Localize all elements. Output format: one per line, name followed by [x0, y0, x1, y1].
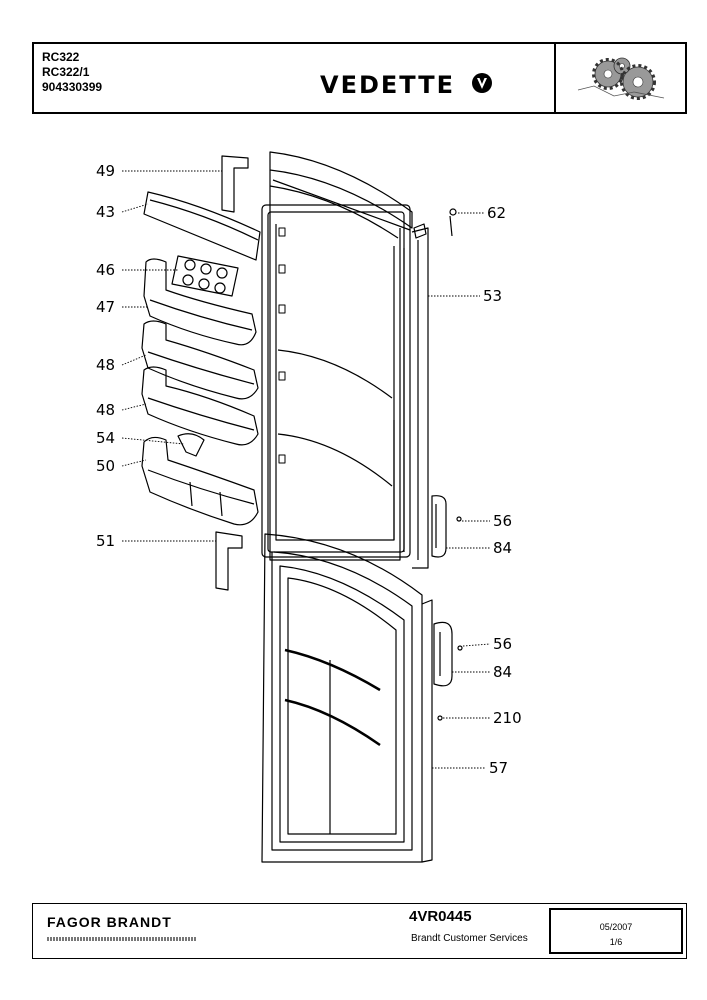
- part-54-drawing: [177, 433, 205, 457]
- logo-tagline-decoration: [47, 937, 197, 941]
- part-56a-drawing: [456, 516, 462, 522]
- part-50-drawing: [141, 436, 259, 526]
- part-56b-drawing: [457, 645, 463, 651]
- part-label: 50: [96, 457, 116, 475]
- part-label: 84: [493, 539, 513, 557]
- part-label: 56: [493, 512, 513, 530]
- part-label: 56: [493, 635, 513, 653]
- part-label: 48: [96, 356, 116, 374]
- document-date: 05/2007: [599, 922, 633, 932]
- brand-name: VEDETTE: [320, 71, 493, 100]
- page-number: 1/6: [609, 937, 623, 947]
- part-48b-drawing: [141, 366, 259, 446]
- model-line-3: 904330399: [42, 80, 103, 94]
- part-label: 210: [493, 709, 522, 727]
- footer-block: FAGOR BRANDT 4VR0445 Brandt Customer Ser…: [32, 903, 687, 959]
- brand-text: VEDETTE: [320, 71, 455, 99]
- gears-icon: [574, 52, 674, 109]
- part-label: 48: [96, 401, 116, 419]
- part-label: 51: [96, 532, 116, 550]
- company-name: FAGOR BRANDT: [47, 914, 172, 930]
- date-page-box: 05/2007 1/6: [549, 908, 683, 954]
- document-number: 4VR0445: [409, 908, 472, 925]
- model-numbers: RC322 RC322/1 904330399: [42, 50, 102, 95]
- model-line-2: RC322/1: [42, 65, 90, 79]
- vedette-logo-icon: [471, 72, 493, 100]
- part-51-drawing: [215, 531, 243, 591]
- part-49-drawing: [221, 155, 249, 213]
- part-62-drawing: [449, 208, 457, 216]
- leader-lines: [121, 170, 491, 769]
- part-label: 84: [493, 663, 513, 681]
- header-divider: [554, 44, 556, 112]
- part-label: 57: [489, 759, 509, 777]
- part-label: 49: [96, 162, 116, 180]
- lower-handle-drawing: [433, 621, 453, 687]
- part-label: 62: [487, 204, 507, 222]
- part-48a-drawing: [141, 320, 259, 400]
- model-line-1: RC322: [42, 50, 80, 64]
- part-label: 54: [96, 429, 116, 447]
- part-label: 47: [96, 298, 116, 316]
- part-210-drawing: [437, 715, 443, 721]
- part-label: 46: [96, 261, 116, 279]
- part-label: 43: [96, 203, 116, 221]
- service-name: Brandt Customer Services: [411, 933, 528, 944]
- part-43-drawing: [143, 191, 261, 261]
- part-label: 53: [483, 287, 503, 305]
- upper-door-drawing: [261, 151, 429, 569]
- part-47-drawing: [143, 258, 257, 346]
- company-logo: FAGOR BRANDT: [47, 914, 172, 930]
- title-block: RC322 RC322/1 904330399 VEDETTE: [32, 42, 687, 114]
- lower-door-drawing: [261, 533, 433, 863]
- part-46-drawing: [171, 255, 239, 297]
